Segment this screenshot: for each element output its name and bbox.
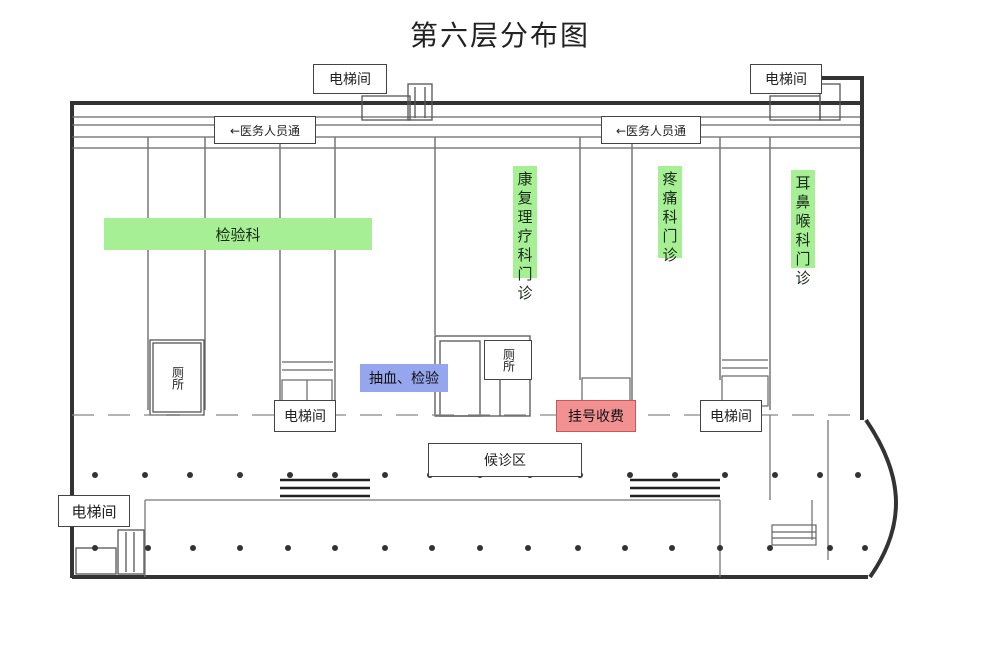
staff-passage-left: ←医务人员通 xyxy=(214,116,316,144)
corridor-lines xyxy=(72,116,860,149)
blood-test-area: 抽血、检验 xyxy=(360,364,448,392)
elevator-mid-right: 电梯间 xyxy=(700,400,762,432)
upper-elevator-shafts xyxy=(361,83,841,121)
waiting-area: 候诊区 xyxy=(428,443,582,477)
page-title: 第六层分布图 xyxy=(409,19,590,52)
elevator-top-left: 电梯间 xyxy=(313,64,387,94)
pillars xyxy=(92,472,868,551)
restroom-left-label: 厕所 xyxy=(170,366,185,390)
room-partitions xyxy=(147,137,771,410)
stair-bars xyxy=(280,478,720,498)
stair-right-lower xyxy=(771,524,817,546)
outer-walls xyxy=(70,76,898,579)
elevator-top-right: 电梯间 xyxy=(750,64,822,94)
restroom-middle: 厕所 xyxy=(484,340,532,380)
elevator-mid-left: 电梯间 xyxy=(274,400,336,432)
restroom-left-block xyxy=(149,339,205,416)
lower-corridor xyxy=(144,415,829,577)
department-ent: 耳鼻喉科门诊 xyxy=(791,170,815,287)
registration-desk: 挂号收费 xyxy=(556,400,636,432)
staff-passage-right: ←医务人员通 xyxy=(601,116,701,144)
stair-detail-left xyxy=(281,361,333,406)
restroom-middle-label: 厕所 xyxy=(501,348,516,372)
department-rehab: 康复理疗科门诊 xyxy=(513,166,537,302)
lower-elevator-shafts xyxy=(75,529,145,575)
elevator-bottom-left: 电梯间 xyxy=(58,495,130,527)
department-pain: 疼痛科门诊 xyxy=(658,166,682,264)
restroom-left: 厕所 xyxy=(157,347,197,409)
department-lab: 检验科 xyxy=(104,218,372,250)
